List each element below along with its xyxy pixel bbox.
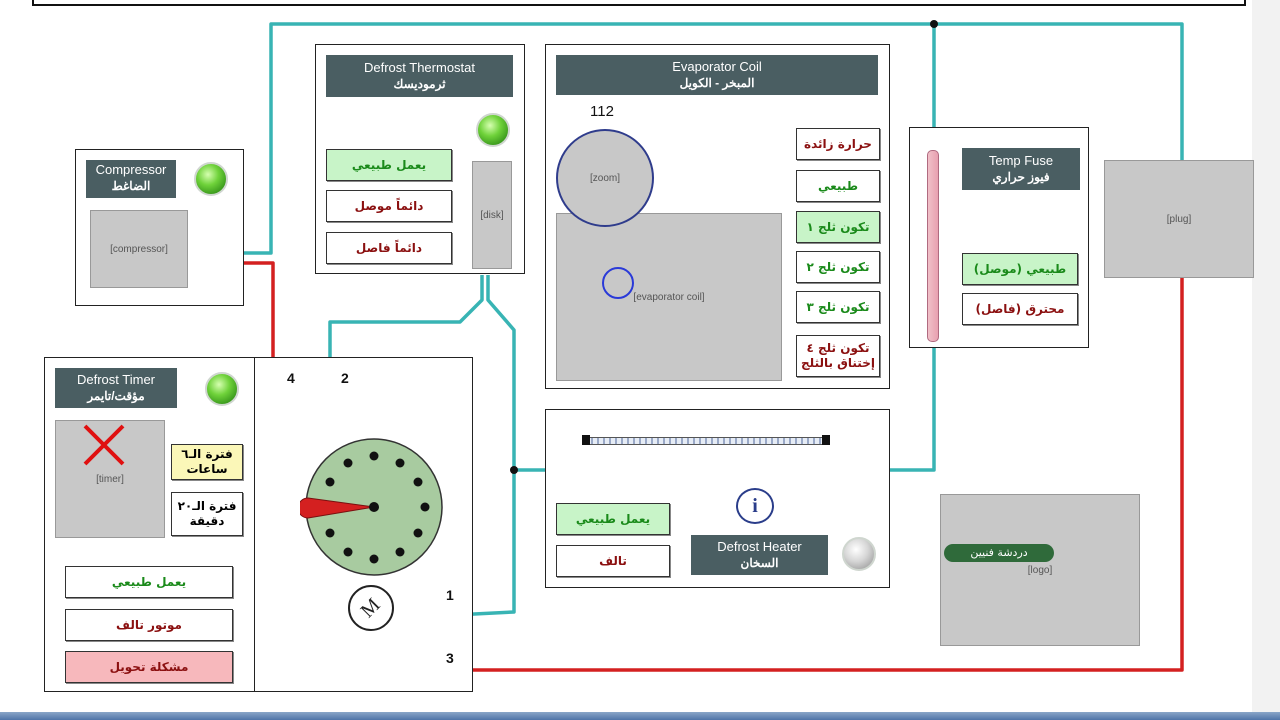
thermostat-title-ar: ثرموديسك [393,77,446,91]
evaporator-header: Evaporator Coil المبخر - الكويل [556,55,878,95]
period6-l1: فترة الـ٦ [181,447,233,461]
evaporator-ice2-button[interactable]: تكون ثلج ٢ [796,251,880,283]
terminal-3-label: 3 [446,650,454,666]
ice4-line1: تكون ثلج ٤ [806,341,870,355]
compressor-panel: Compressor الضاغط [compressor] [75,149,244,306]
heater-header: Defrost Heater السخان [691,535,828,575]
period6-l2: ساعات [186,462,228,476]
thermostat-header: Defrost Thermostat ثرموديسك [326,55,513,97]
zoom-target-circle [602,267,634,299]
ice4-line2: إختناق بالثلج [801,356,875,370]
timer-status-led [205,372,239,406]
thermostat-image: [disk] [472,161,512,269]
thermostat-title-en: Defrost Thermostat [363,60,476,75]
technicians-logo-image: [logo] [940,494,1140,646]
cam-pointer [300,497,375,519]
evaporator-ice3-button[interactable]: تكون ثلج ٣ [796,291,880,323]
evaporator-normal-button[interactable]: طبيعي [796,170,880,202]
heater-end-left [582,435,590,445]
timer-switch-problem-button[interactable]: مشكلة تحويل [65,651,233,683]
compressor-title-ar: الضاغط [111,179,151,193]
junction-top [930,20,938,28]
power-plug-image: [plug] [1104,160,1254,278]
thermostat-to-t2 [328,275,484,376]
neutral-wire-top [190,22,1184,255]
thermostat-panel: Defrost Thermostat ثرموديسك يعمل طبيعي د… [315,44,525,274]
evaporator-ice1-button[interactable]: تكون ثلج ١ [796,211,880,243]
heater-normal-button[interactable]: يعمل طبيعي [556,503,670,535]
heater-panel: يعمل طبيعي تالف i Defrost Heater السخان [545,409,890,588]
junction-mid [510,466,518,474]
timer-20m-period-button[interactable]: فترة الـ٢٠ دقيقة [171,492,243,536]
timer-normal-button[interactable]: يعمل طبيعي [65,566,233,598]
coil-image: [evaporator coil] [556,213,782,381]
info-glyph: i [752,494,758,517]
coil-zoom-image: [zoom] [556,129,654,227]
right-edge [1252,0,1280,712]
timer-image: [timer] [55,420,165,538]
timer-fault-x-icon [83,424,125,466]
timer-title-ar: مؤقت/تايمر [87,389,145,403]
top-frame [32,0,1246,6]
period20-l2: دقيقة [189,514,225,528]
thermostat-always-off-button[interactable]: دائماً فاصل [326,232,452,264]
terminal-4-label: 4 [287,370,295,386]
fuse-title-en: Temp Fuse [988,153,1054,168]
heater-element [586,437,828,445]
timer-divider [254,358,255,691]
logo-text: دردشة فنيين [944,544,1054,562]
timer-6h-period-button[interactable]: فترة الـ٦ ساعات [171,444,243,480]
motor-label: M [356,593,385,622]
timer-title-en: Defrost Timer [76,372,155,387]
evaporator-panel: Evaporator Coil المبخر - الكويل 112 [eva… [545,44,890,389]
fuse-normal-button[interactable]: (طبيعي (موصل [962,253,1078,285]
evaporator-ice4-button[interactable]: تكون ثلج ٤ إختناق بالثلج [796,335,880,377]
heater-damaged-button[interactable]: تالف [556,545,670,577]
evaporator-overheat-button[interactable]: حرارة زائدة [796,128,880,160]
fuse-header: Temp Fuse فيوز حراري [962,148,1080,190]
fuse-panel: Temp Fuse فيوز حراري (طبيعي (موصل (محترق… [909,127,1089,348]
thermostat-always-on-button[interactable]: دائماً موصل [326,190,452,222]
terminal-1-label: 1 [446,587,454,603]
thermostat-normal-button[interactable]: يعمل طبيعي [326,149,452,181]
zoom-label: 112 [590,103,614,120]
compressor-status-led [194,162,228,196]
info-icon[interactable]: i [736,488,774,524]
fuse-component [927,150,939,342]
heater-status-led [842,537,876,571]
heater-title-ar: السخان [740,556,779,570]
timer-cam-wheel [300,438,443,576]
period20-l1: فترة الـ٢٠ [177,499,237,513]
fuse-title-ar: فيوز حراري [992,170,1050,184]
compressor-title-en: Compressor [95,162,167,177]
evaporator-title-ar: المبخر - الكويل [679,76,755,90]
heater-end-right [822,435,830,445]
terminal-2-label: 2 [341,370,349,386]
heater-title-en: Defrost Heater [717,539,802,554]
evaporator-title-en: Evaporator Coil [672,59,762,74]
timer-motor-fail-button[interactable]: موتور تالف [65,609,233,641]
timer-motor: M [348,585,394,631]
compressor-header: Compressor الضاغط [86,160,176,198]
compressor-image: [compressor] [90,210,188,288]
bottom-bar [0,712,1280,720]
thermostat-status-led [476,113,510,147]
fuse-burnt-button[interactable]: (محترق (فاصل [962,293,1078,325]
timer-header: Defrost Timer مؤقت/تايمر [55,368,177,408]
